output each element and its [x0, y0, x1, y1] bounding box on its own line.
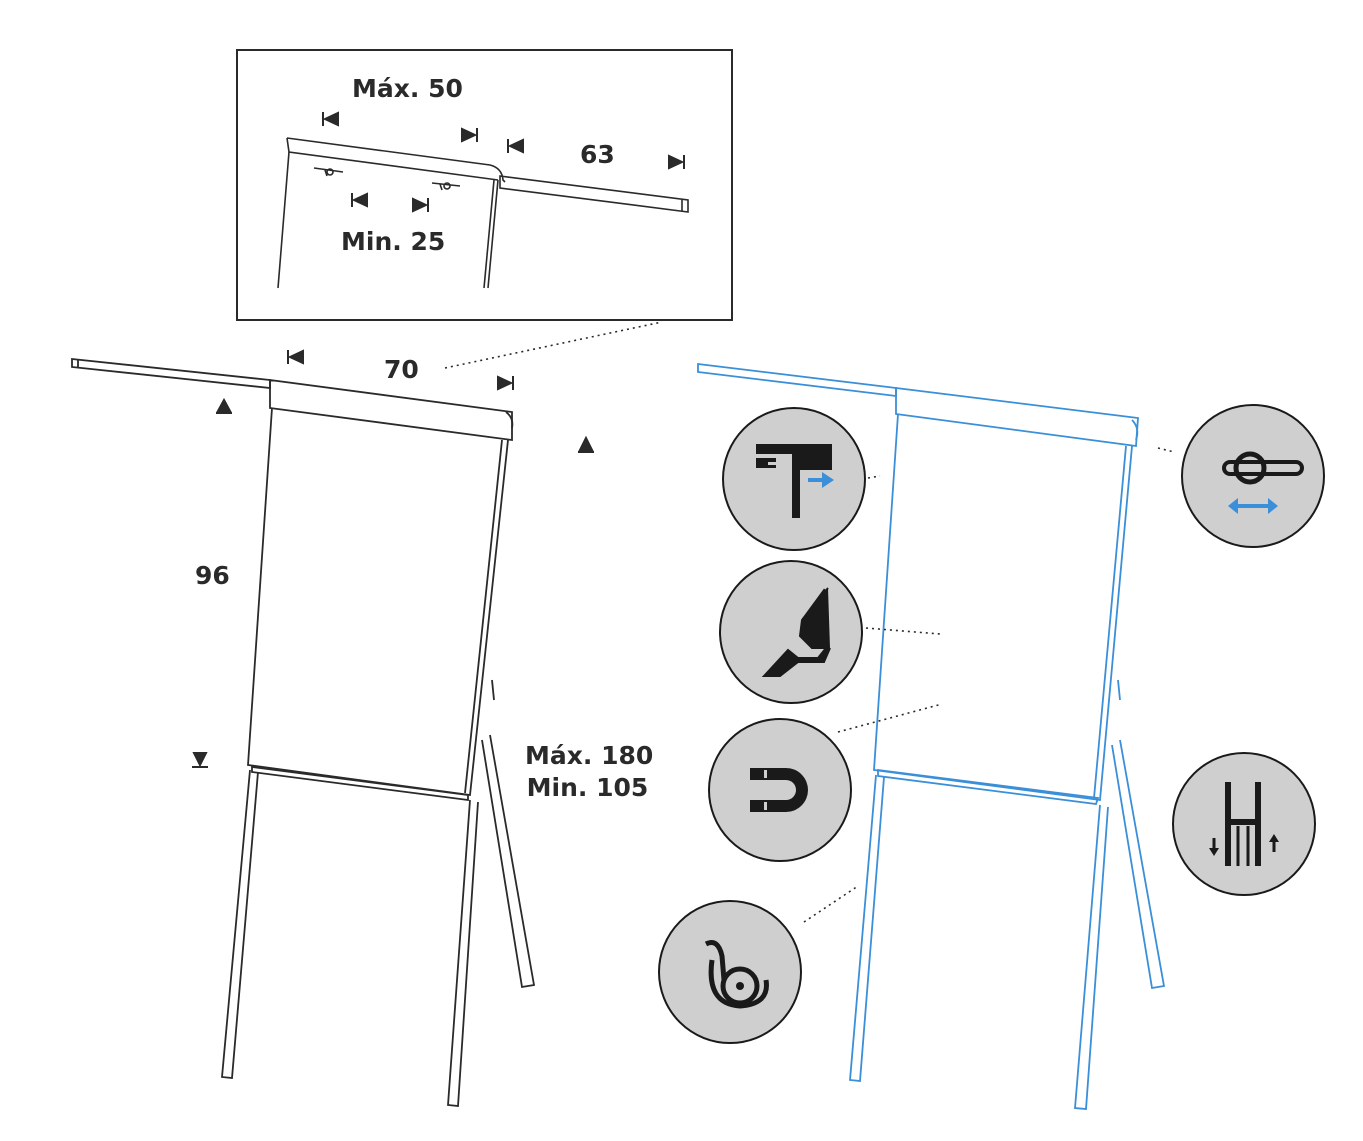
- extension-arm-icon: [1181, 404, 1325, 548]
- inset-detail: [236, 49, 733, 321]
- inset-width-max-label: Máx. 50: [352, 74, 463, 103]
- height-max-label: Máx. 180: [525, 741, 654, 770]
- blue-pen-tray: [877, 768, 1100, 805]
- blue-header-bar: [895, 386, 1139, 448]
- inset-extension-arm: [499, 175, 689, 213]
- front-board: [247, 407, 509, 797]
- icon-leader-lines: [803, 447, 1175, 923]
- flipchart-feature-view: [697, 362, 1166, 1110]
- rear-leg: [481, 734, 536, 989]
- magnetic-icon: [708, 718, 852, 862]
- inset-frame: [236, 49, 733, 321]
- front-extension-arm: [71, 357, 271, 390]
- height-min-label: Min. 105: [526, 773, 649, 802]
- front-dimension-marks: [192, 349, 594, 768]
- inset-dimension-marks: [322, 111, 685, 213]
- pen-tray-icon: [719, 560, 863, 704]
- paper-clamp-icon: [722, 407, 866, 551]
- front-pen-tray: [251, 765, 469, 802]
- board-width-label: 70: [384, 355, 419, 384]
- board-height-label: 96: [195, 561, 230, 590]
- height-adjust-icon: [1172, 752, 1316, 896]
- inset-arm-length-label: 63: [580, 140, 615, 169]
- inset-board-top: [286, 137, 506, 183]
- blue-rear-leg: [1111, 739, 1166, 990]
- front-header-bar: [269, 378, 513, 442]
- blue-board: [873, 413, 1133, 802]
- inset-width-min-label: Min. 25: [341, 227, 446, 256]
- blue-extension-arm: [697, 362, 897, 398]
- blue-leg-right: [1074, 804, 1109, 1110]
- front-leg-right: [447, 799, 479, 1107]
- inset-leader-line: [444, 321, 663, 369]
- front-leg-left: [221, 769, 259, 1079]
- blue-leg-left: [849, 774, 885, 1082]
- caster-wheel-icon: [658, 900, 802, 1044]
- flipchart-front-view: [71, 357, 536, 1107]
